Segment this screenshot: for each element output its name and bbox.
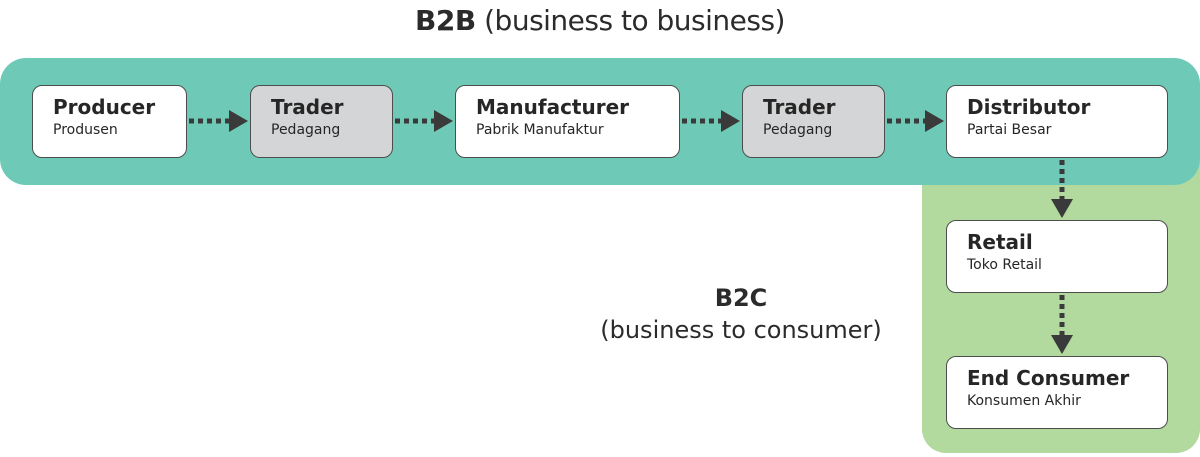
b2c-label: B2C (business to consumer) (586, 282, 896, 346)
node-label: Retail (967, 230, 1033, 254)
node-label: Manufacturer (476, 95, 630, 119)
node-end-consumer: End Consumer Konsumen Akhir (946, 356, 1168, 429)
b2c-subtitle: (business to consumer) (600, 316, 882, 344)
node-trader-2: Trader Pedagang (742, 85, 885, 158)
node-distributor: Distributor Partai Besar (946, 85, 1168, 158)
node-sublabel: Partai Besar (967, 122, 1052, 138)
node-manufacturer: Manufacturer Pabrik Manufaktur (455, 85, 680, 158)
node-label: End Consumer (967, 366, 1130, 390)
b2c-title: B2C (714, 284, 768, 312)
node-retail: Retail Toko Retail (946, 220, 1168, 293)
b2b-title-full: (business to business) (484, 4, 785, 37)
node-label: Trader (763, 95, 836, 119)
b2b-title: B2B (business to business) (0, 4, 1200, 37)
node-sublabel: Pabrik Manufaktur (476, 122, 604, 138)
node-label: Distributor (967, 95, 1091, 119)
node-producer: Producer Produsen (32, 85, 187, 158)
node-label: Trader (271, 95, 344, 119)
node-sublabel: Konsumen Akhir (967, 393, 1081, 409)
node-sublabel: Produsen (53, 122, 118, 138)
b2b-title-abbr: B2B (415, 4, 476, 37)
node-sublabel: Pedagang (763, 122, 833, 138)
node-sublabel: Toko Retail (967, 257, 1042, 273)
node-trader-1: Trader Pedagang (250, 85, 393, 158)
node-sublabel: Pedagang (271, 122, 341, 138)
node-label: Producer (53, 95, 156, 119)
